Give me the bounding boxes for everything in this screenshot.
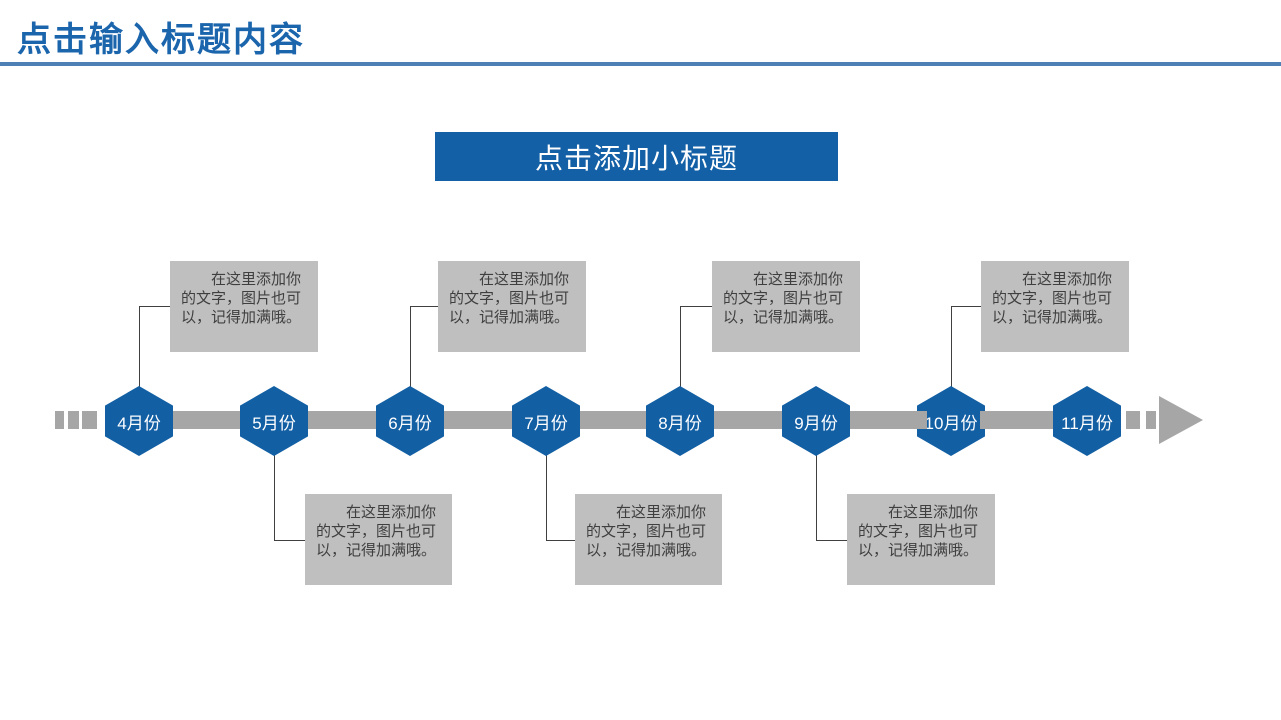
note-text: 在这里添加你的文字，图片也可以，记得加满哦。 (723, 271, 844, 326)
timeline-dash (82, 411, 97, 429)
month-label: 11月份 (1061, 413, 1113, 433)
subtitle-banner[interactable]: 点击添加小标题 (435, 132, 838, 181)
timeline-node-may[interactable]: 5月份 (240, 386, 308, 456)
timeline-dash (1146, 411, 1156, 429)
month-label: 8月份 (658, 413, 702, 433)
connector-line (951, 306, 952, 390)
connector-line (139, 306, 171, 307)
connector-line (951, 306, 982, 307)
connector-line (546, 540, 576, 541)
timeline-dash (55, 411, 64, 429)
note-text: 在这里添加你的文字，图片也可以，记得加满哦。 (992, 271, 1113, 326)
right-arrow-icon (1159, 396, 1203, 444)
connector-line (816, 452, 817, 541)
note-text: 在这里添加你的文字，图片也可以，记得加满哦。 (858, 504, 979, 559)
subtitle-text: 点击添加小标题 (534, 142, 738, 174)
bar-overlap-tab (910, 411, 927, 429)
note-box[interactable]: 在这里添加你的文字，图片也可以，记得加满哦。 (575, 494, 722, 585)
timeline-node-october[interactable]: 10月份 (917, 386, 985, 456)
timeline-bar (105, 411, 1120, 429)
note-text: 在这里添加你的文字，图片也可以，记得加满哦。 (586, 504, 707, 559)
timeline-node-september[interactable]: 9月份 (782, 386, 850, 456)
page-title[interactable]: 点击输入标题内容 (17, 21, 305, 59)
note-box[interactable]: 在这里添加你的文字，图片也可以，记得加满哦。 (712, 261, 860, 352)
connector-line (410, 306, 439, 307)
connector-line (816, 540, 848, 541)
bar-overlap-tab (980, 411, 998, 429)
connector-line (410, 306, 411, 390)
note-box[interactable]: 在这里添加你的文字，图片也可以，记得加满哦。 (847, 494, 995, 585)
note-text: 在这里添加你的文字，图片也可以，记得加满哦。 (181, 271, 302, 326)
note-text: 在这里添加你的文字，图片也可以，记得加满哦。 (449, 271, 570, 326)
title-underline (0, 62, 1281, 66)
timeline-dash (1126, 411, 1140, 429)
timeline-dash (68, 411, 79, 429)
connector-line (680, 306, 681, 390)
month-label: 9月份 (794, 413, 838, 433)
connector-line (139, 306, 140, 390)
note-text: 在这里添加你的文字，图片也可以，记得加满哦。 (316, 504, 437, 559)
connector-line (274, 452, 275, 541)
connector-line (680, 306, 713, 307)
connector-line (546, 452, 547, 541)
note-box[interactable]: 在这里添加你的文字，图片也可以，记得加满哦。 (981, 261, 1129, 352)
month-label: 6月份 (388, 413, 432, 433)
month-label: 5月份 (252, 413, 296, 433)
note-box[interactable]: 在这里添加你的文字，图片也可以，记得加满哦。 (438, 261, 586, 352)
timeline-node-august[interactable]: 8月份 (646, 386, 714, 456)
timeline-node-july[interactable]: 7月份 (512, 386, 580, 456)
month-label: 10月份 (924, 413, 978, 433)
connector-line (274, 540, 306, 541)
timeline-node-june[interactable]: 6月份 (376, 386, 444, 456)
month-label: 7月份 (524, 413, 568, 433)
timeline-node-november[interactable]: 11月份 (1053, 386, 1121, 456)
timeline-node-april[interactable]: 4月份 (105, 386, 173, 456)
month-label: 4月份 (117, 413, 161, 433)
note-box[interactable]: 在这里添加你的文字，图片也可以，记得加满哦。 (170, 261, 318, 352)
note-box[interactable]: 在这里添加你的文字，图片也可以，记得加满哦。 (305, 494, 452, 585)
